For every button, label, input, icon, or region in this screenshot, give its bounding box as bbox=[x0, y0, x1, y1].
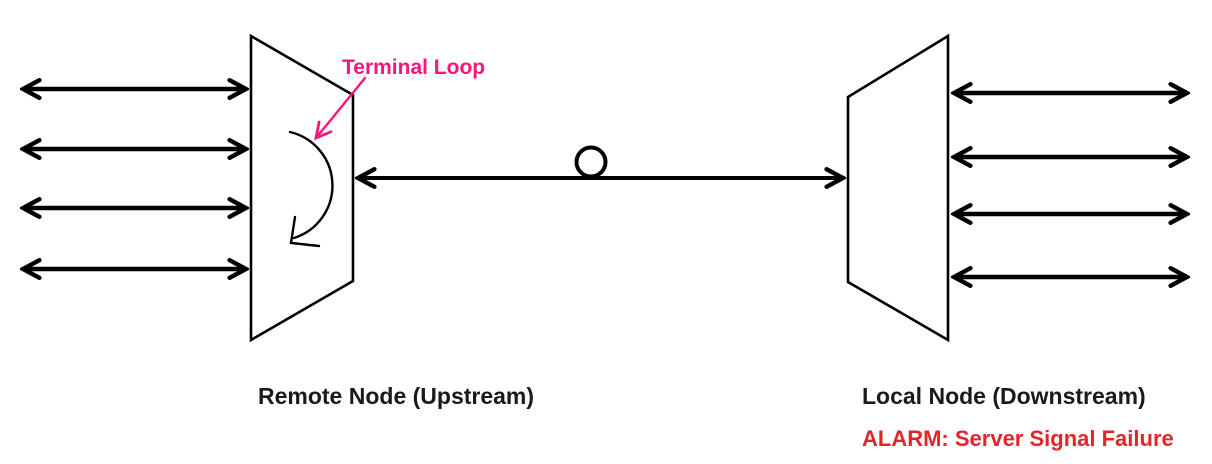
loopback-arrow-icon bbox=[288, 130, 334, 240]
terminal-loop-pointer-arrow bbox=[316, 76, 367, 138]
loopback-arrowhead-icon bbox=[289, 215, 321, 248]
terminal-loop-label: Terminal Loop bbox=[342, 56, 485, 79]
alarm-text: ALARM: Server Signal Failure bbox=[862, 426, 1174, 451]
remote-tributary-arrows bbox=[23, 89, 246, 269]
fiber-loop-icon bbox=[574, 145, 608, 179]
remote-node-shape bbox=[249, 33, 355, 343]
local-node-shape bbox=[846, 33, 950, 343]
remote-node-label: Remote Node (Upstream) bbox=[258, 383, 534, 409]
local-node-label: Local Node (Downstream) bbox=[862, 383, 1146, 409]
local-tributary-arrows bbox=[954, 93, 1187, 277]
